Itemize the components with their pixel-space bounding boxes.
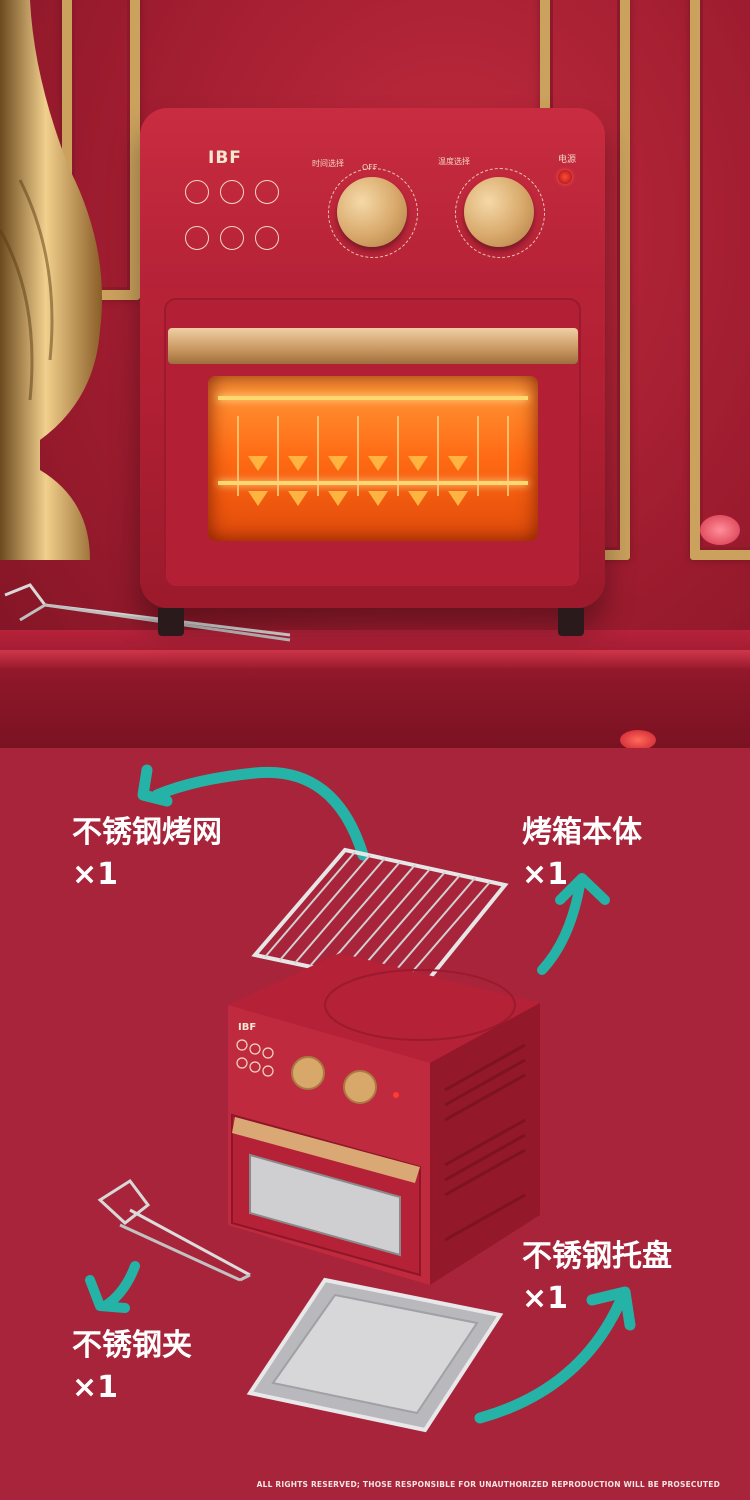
hero-scene: IBF 时间选择 温度选择 电源 OFF <box>0 0 750 748</box>
stainless-tray-image <box>246 1277 504 1433</box>
caption-tongs-name: 不锈钢夹 <box>72 1328 192 1363</box>
caption-oven-body-qty: ×1 <box>522 857 569 892</box>
off-label: OFF <box>362 163 378 172</box>
temperature-knob[interactable] <box>464 177 534 247</box>
caption-tray-name: 不锈钢托盘 <box>522 1239 672 1274</box>
brand-logo: IBF <box>208 148 242 168</box>
caption-tray: 不锈钢托盘 ×1 <box>522 1236 672 1320</box>
caption-rack-name: 不锈钢烤网 <box>72 815 222 850</box>
caption-tray-qty: ×1 <box>522 1281 569 1316</box>
door-handle[interactable] <box>168 328 578 364</box>
arrow-to-tray-label <box>474 1286 636 1424</box>
arrow-to-oven-label <box>537 873 610 975</box>
oven-front-image: IBF 时间选择 温度选择 电源 OFF <box>140 108 605 636</box>
shelf-lip <box>0 650 750 668</box>
caption-tongs-qty: ×1 <box>72 1370 119 1405</box>
chicken-wing-icon <box>185 226 209 250</box>
oven-body-logo: IBF <box>238 1022 256 1033</box>
wall-molding-far-right <box>690 0 750 560</box>
power-label: 电源 <box>558 155 577 165</box>
power-indicator-light <box>558 170 572 184</box>
rose-decoration <box>700 515 740 545</box>
control-panel: IBF 时间选择 温度选择 电源 OFF <box>140 108 605 288</box>
arrow-to-tongs-label <box>85 1261 140 1313</box>
temp-label: 温度选择 <box>438 157 470 166</box>
shrimp-icon <box>255 180 279 204</box>
heating-element <box>218 396 528 400</box>
fries-icon <box>185 180 209 204</box>
oven-rack-inside <box>237 416 509 506</box>
timer-scale <box>328 168 418 258</box>
golden-vase-image <box>0 0 102 560</box>
caption-oven-body: 烤箱本体 ×1 <box>522 812 642 896</box>
rose-decoration-2 <box>620 730 656 748</box>
caption-tongs: 不锈钢夹 ×1 <box>72 1325 192 1409</box>
shelf <box>0 630 750 748</box>
arrow-to-rack-label <box>137 764 369 861</box>
heating-element <box>218 481 528 485</box>
temperature-scale <box>455 168 545 258</box>
time-label: 时间选择 <box>312 159 344 168</box>
caption-oven-body-name: 烤箱本体 <box>522 815 642 850</box>
stainless-tongs-image <box>97 1178 251 1282</box>
timer-knob[interactable] <box>337 177 407 247</box>
oven-foot <box>158 608 184 636</box>
copyright-notice: ALL RIGHTS RESERVED; THOSE RESPONSIBLE F… <box>256 1480 720 1489</box>
caption-rack: 不锈钢烤网 ×1 <box>72 812 222 896</box>
oven-window <box>208 376 538 541</box>
oven-body-image: IBF <box>228 953 540 1285</box>
steak-icon <box>220 180 244 204</box>
caption-rack-qty: ×1 <box>72 857 119 892</box>
skewer-icon <box>220 226 244 250</box>
ribs-icon <box>255 226 279 250</box>
oven-foot <box>558 608 584 636</box>
